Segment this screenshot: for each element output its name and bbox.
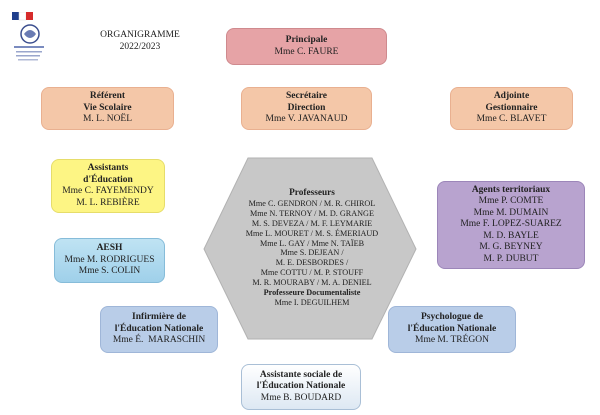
agents-name-5: M. G. BEYNEY [479, 242, 543, 253]
professeurs-name-2: Mme N. TERNOY / M. D. GRANGE [250, 208, 374, 218]
title-line-1: ORGANIGRAMME [100, 30, 180, 40]
secretaire-title-1: Secrétaire [286, 91, 327, 102]
aesh-name-2: Mme S. COLIN [78, 266, 141, 277]
box-adjointe: Adjointe Gestionnaire Mme C. BLAVET [450, 87, 573, 130]
professeurs-name-3: M. S. DEVEZA / M. F. LEYMARIE [251, 218, 373, 228]
agents-name-1: Mme P. COMTE [478, 196, 544, 207]
box-aesh: AESH Mme M. RODRIGUES Mme S. COLIN [54, 238, 165, 283]
title-year: 2022/2023 [119, 41, 161, 52]
psychologue-name: Mme M. TRÉGON [415, 335, 489, 346]
professeurs-name-5: Mme L. GAY / Mme N. TAÏEB [259, 238, 365, 248]
agents-name-6: M. P. DUBUT [483, 253, 539, 264]
adjointe-title-1: Adjointe [493, 91, 530, 102]
professeurs-name-1: Mme C. GENDRON / M. R. CHIROL [248, 198, 376, 208]
professeurs-name-4: Mme L. MOURET / M. S. ÉMERIAUD [245, 228, 379, 238]
psychologue-title-1: Psychologue de [420, 312, 483, 323]
box-principale: Principale Mme C. FAURE [226, 28, 387, 65]
box-infirmiere: Infirmière de l'Éducation Nationale Mme … [100, 306, 218, 353]
assistants-name-2: M. L. REBIÈRE [76, 197, 140, 208]
professeurs-name-6: Mme S. DEJEAN / [280, 248, 344, 258]
secretaire-title-2: Direction [287, 102, 326, 113]
professeurs-name-8: Mme COTTU / M. P. STOUFF [260, 268, 364, 278]
assistante-name: Mme B. BOUDARD [260, 392, 342, 403]
professeurs-content: Professeurs Mme C. GENDRON / M. R. CHIRO… [232, 188, 392, 308]
assistante-title-2: l'Éducation Nationale [256, 381, 346, 392]
box-psychologue: Psychologue de l'Éducation Nationale Mme… [388, 306, 516, 353]
assistante-title-1: Assistante sociale de [259, 369, 343, 380]
box-secretaire: Secrétaire Direction Mme V. JAVANAUD [241, 87, 372, 130]
documentaliste-title: Professeure Documentaliste [263, 288, 361, 298]
infirmiere-name: Mme É. MARASCHIN [112, 335, 206, 346]
agents-name-2: Mme M. DUMAIN [473, 207, 549, 218]
professeurs-name-7: M. E. DESBORDES / [275, 258, 349, 268]
box-assistants: Assistants d'Éducation Mme C. FAYEMENDY … [51, 159, 165, 213]
agents-title: Agents territoriaux [471, 184, 551, 195]
referent-title-1: Référent [89, 91, 126, 102]
assistants-name-1: Mme C. FAYEMENDY [62, 186, 154, 196]
professeurs-title: Professeurs [289, 188, 335, 198]
agents-name-4: M. D. BAYLE [483, 230, 539, 241]
aesh-name-1: Mme M. RODRIGUES [64, 254, 155, 265]
adjointe-name: Mme C. BLAVET [476, 114, 547, 125]
referent-name: M. L. NOËL [82, 114, 133, 125]
agents-name-3: Mme F. LOPEZ-SUAREZ [460, 219, 562, 230]
academy-logo [12, 11, 46, 66]
adjointe-title-2: Gestionnaire [485, 102, 538, 113]
box-assistante-sociale: Assistante sociale de l'Éducation Nation… [241, 364, 361, 410]
secretaire-name: Mme V. JAVANAUD [265, 114, 348, 125]
principale-name: Mme C. FAURE [274, 46, 339, 57]
box-agents: Agents territoriaux Mme P. COMTE Mme M. … [437, 181, 585, 269]
principale-title: Principale [285, 35, 328, 45]
box-referent: Référent Vie Scolaire M. L. NOËL [41, 87, 174, 130]
aesh-title: AESH [96, 243, 123, 254]
infirmiere-title-2: l'Éducation Nationale [114, 323, 204, 334]
assistants-title-1: Assistants [87, 163, 129, 173]
psychologue-title-2: l'Éducation Nationale [407, 323, 497, 334]
professeurs-name-9: M. R. MOURABY / M. A. DENIEL [252, 278, 372, 288]
referent-title-2: Vie Scolaire [83, 102, 132, 113]
infirmiere-title-1: Infirmière de [132, 312, 186, 323]
page-title: ORGANIGRAMME 2022/2023 [90, 30, 190, 53]
professeurs-hexagon [203, 157, 417, 340]
assistants-title-2: d'Éducation [83, 174, 133, 185]
documentaliste-name: Mme I. DEGUILHEM [274, 297, 350, 307]
